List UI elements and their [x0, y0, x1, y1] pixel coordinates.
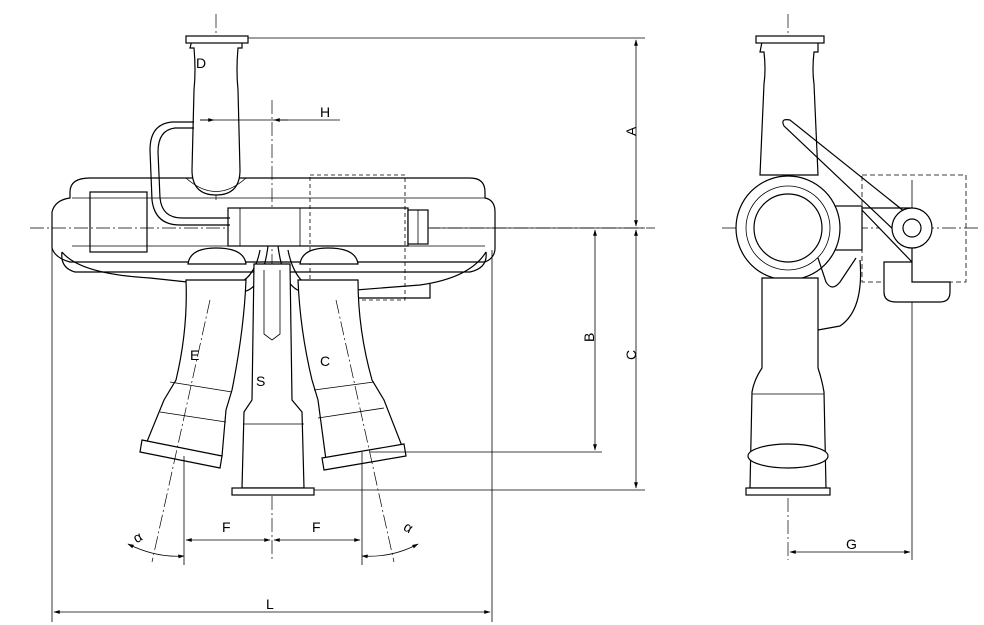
label-l: L [266, 596, 274, 612]
side-solenoid-box [861, 174, 967, 283]
s-port-inner [263, 270, 281, 341]
e-port-flange [139, 439, 223, 469]
label-s: S [256, 373, 265, 389]
e-port-tube [145, 279, 247, 457]
front-view [30, 14, 655, 565]
pilot-valve [227, 207, 409, 247]
side-top-flange [755, 35, 825, 44]
label-alpha-left: α [130, 528, 145, 546]
c-port-bands [313, 381, 385, 419]
label-b: B [581, 333, 597, 342]
c-port-tube [297, 279, 403, 461]
label-f-left: F [222, 519, 231, 535]
label-d: D [196, 55, 206, 71]
capillary-bottom-right [287, 249, 487, 293]
capillary-bottom-left [61, 249, 261, 287]
label-f-right: F [312, 519, 321, 535]
side-top-pipe [759, 41, 819, 176]
s-port-tube [241, 263, 305, 489]
side-body-inner [753, 193, 823, 263]
label-e: E [190, 347, 199, 363]
label-g: G [846, 536, 857, 552]
d-port-pipe [189, 39, 243, 196]
side-pivot-inner [902, 218, 922, 238]
capillary-left-inner [157, 127, 230, 219]
pilot-core [239, 207, 301, 247]
alpha-arc-left [127, 543, 185, 559]
e-port-boss [187, 247, 247, 265]
side-view: G [722, 14, 980, 560]
c-port-boss [299, 247, 359, 265]
side-capillary-loop [817, 257, 862, 331]
e-port-axis [151, 299, 211, 563]
solenoid-outline [309, 174, 406, 301]
side-bottom-flange [745, 487, 831, 496]
label-c-dim: C [623, 350, 639, 360]
alpha-arc-right [361, 543, 419, 559]
label-c-port: C [320, 353, 330, 369]
label-h: H [320, 104, 330, 120]
d-port-bowl [185, 177, 247, 192]
c-port-flange [321, 443, 407, 471]
capillary-left [149, 121, 230, 226]
side-bottom-ring [747, 443, 829, 469]
label-a: A [623, 126, 639, 136]
side-body-mid [745, 185, 831, 271]
front-dimensions: D H A B C E S C F F α α L [51, 37, 645, 622]
label-alpha-right: α [401, 518, 416, 536]
s-port-flange [231, 487, 315, 496]
d-port-flange [185, 35, 249, 44]
e-port-bands [159, 381, 233, 423]
c-port-axis [335, 299, 395, 563]
left-block [89, 191, 148, 253]
